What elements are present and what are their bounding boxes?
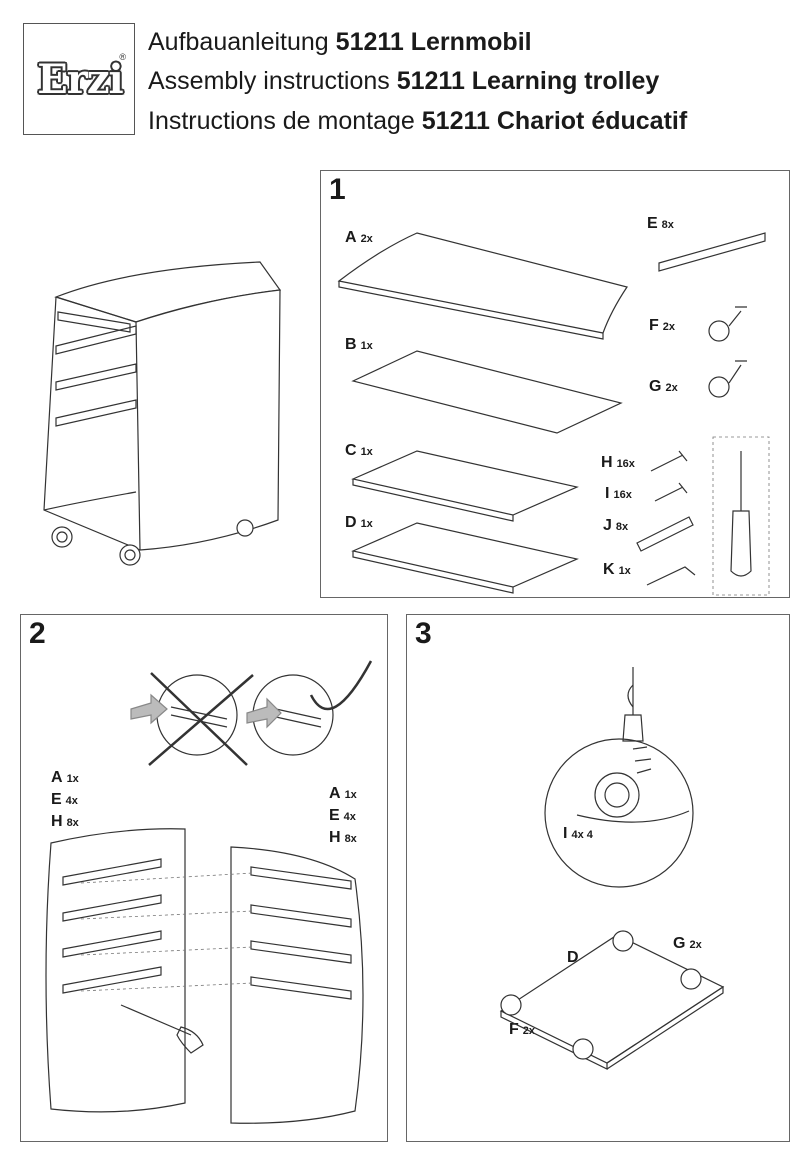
registered-mark: ® — [119, 52, 126, 62]
step-2-drawing — [45, 660, 373, 1124]
title-english: Assembly instructions 51211 Learning tro… — [148, 67, 660, 95]
title-french: Instructions de montage 51211 Chariot éd… — [148, 107, 688, 135]
erzi-logo: Erzi ® — [23, 23, 135, 135]
logo-text: Erzi — [37, 56, 123, 103]
title-german: Aufbauanleitung 51211 Lernmobil — [148, 28, 532, 56]
board-label-d: D — [567, 949, 579, 966]
step-number: 3 — [415, 617, 432, 650]
step-1-parts-drawing — [337, 232, 770, 596]
step-number: 2 — [29, 617, 46, 650]
step-3-drawing — [499, 667, 725, 1070]
step-number: 1 — [329, 173, 346, 206]
